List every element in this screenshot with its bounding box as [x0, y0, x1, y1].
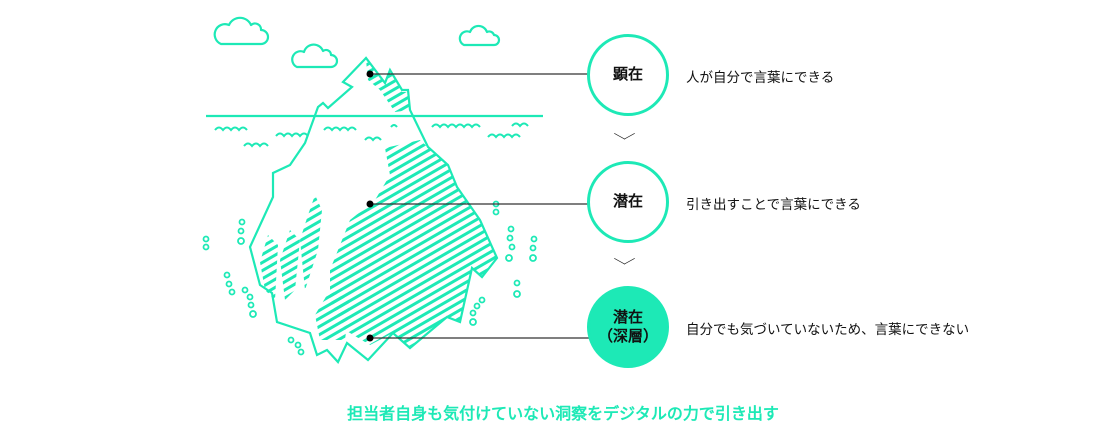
- cloud-icon: [291, 43, 339, 69]
- level-description: 人が自分で言葉にできる: [686, 70, 835, 86]
- connector-lines: [370, 73, 590, 339]
- iceberg-outline: [248, 56, 499, 364]
- bubbles: [202, 200, 538, 356]
- level-circle-explicit: 顕在: [587, 34, 669, 116]
- waves: [214, 122, 529, 148]
- level-circle-deep: 潜在 （深層）: [587, 286, 669, 368]
- iceberg-hatching: [260, 60, 497, 348]
- level-label: 顕在: [612, 65, 643, 84]
- level-circle-latent: 潜在: [587, 161, 669, 243]
- level-sublabel: （深層）: [597, 327, 658, 345]
- caption: 担当者自身も気付けていない洞察をデジタルの力で引き出す: [347, 404, 779, 423]
- cloud-icon: [458, 24, 501, 47]
- level-description: 自分でも気づいていないため、言葉にできない: [686, 322, 970, 338]
- level-label: 潜在: [612, 307, 643, 326]
- marker-dot: [366, 70, 374, 78]
- cloud-icon: [213, 16, 270, 46]
- marker-dot: [366, 200, 374, 208]
- level-description: 引き出すことで言葉にできる: [686, 197, 861, 213]
- marker-dot: [366, 334, 374, 342]
- level-label: 潜在: [612, 192, 643, 211]
